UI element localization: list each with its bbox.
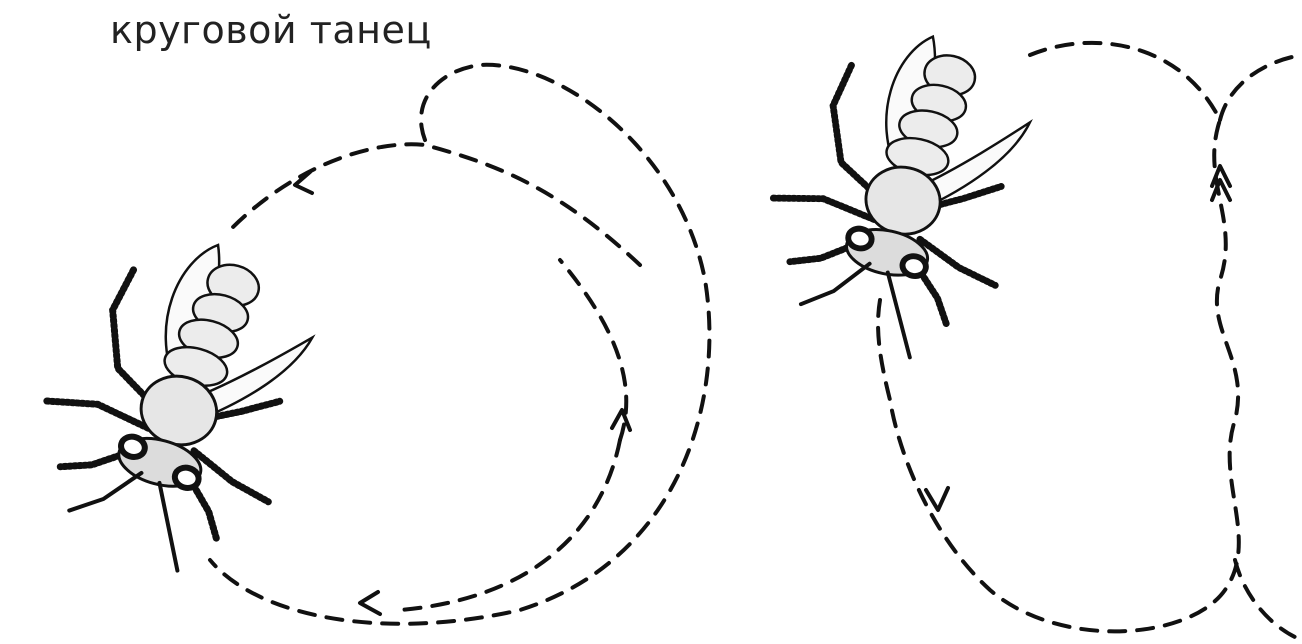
round-dance-panel [13, 65, 709, 624]
arrow-left-bottom-icon [360, 592, 380, 614]
bee-right-icon [747, 11, 1043, 371]
waggle-dance-panel [747, 11, 1302, 640]
waggle-dance-right-loop [1220, 55, 1302, 120]
round-dance-inner-path [230, 144, 640, 265]
round-dance-inner-loop [560, 260, 626, 440]
arrow-down-left-icon [926, 488, 948, 510]
round-dance-bottom-arc [400, 440, 620, 610]
arrow-left-top-icon [295, 172, 312, 193]
waggle-dance-right-bottom [1235, 560, 1302, 640]
bee-left-icon [13, 213, 329, 589]
round-dance-outer-path [210, 65, 709, 624]
